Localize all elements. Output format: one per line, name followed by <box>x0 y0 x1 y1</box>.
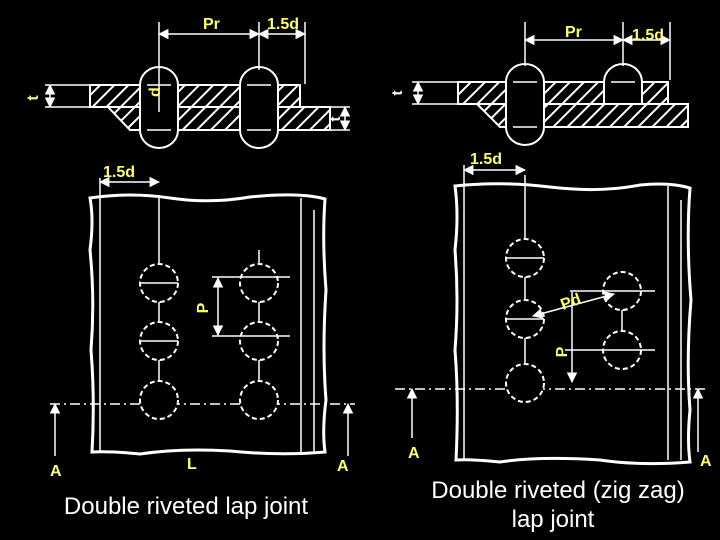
thickness-label: t <box>25 95 42 101</box>
section-label: A <box>700 453 712 470</box>
margin-label: 1.5d <box>267 16 299 33</box>
margin-label: 1.5d <box>470 151 502 168</box>
right-cross-section: Pr 1.5d t <box>389 22 689 146</box>
caption: lap joint <box>512 506 595 533</box>
pitch-label: Pr <box>203 16 220 33</box>
caption: Double riveted lap joint <box>64 493 308 520</box>
rivet <box>239 66 279 149</box>
rivet <box>505 63 545 146</box>
thickness-label: t <box>327 117 344 122</box>
pitch-label: Pr <box>565 24 582 41</box>
pitch-label: P <box>195 302 212 313</box>
margin-label: 1.5d <box>632 27 664 44</box>
length-label: L <box>187 456 197 473</box>
rivet <box>603 63 643 105</box>
section-label: A <box>50 463 62 480</box>
caption: Double riveted (zig zag) <box>431 477 684 504</box>
diagonal-pitch-label: Pd <box>558 291 583 314</box>
plate-outline <box>88 193 328 456</box>
pitch-label: P <box>554 346 571 357</box>
section-label: A <box>408 445 420 462</box>
left-cross-section: Pr 1.5d t t d <box>25 16 351 149</box>
right-plan-view: 1.5d Pd P A A Double riveted (zig zag) l… <box>395 151 712 533</box>
left-plan-view: 1.5d P L A A Double riveted lap joint <box>49 164 355 520</box>
margin-label: 1.5d <box>103 164 135 181</box>
section-label: A <box>337 458 349 475</box>
thickness-label: t <box>389 91 406 96</box>
plate-outline <box>453 182 693 466</box>
diameter-label: d <box>147 87 164 97</box>
